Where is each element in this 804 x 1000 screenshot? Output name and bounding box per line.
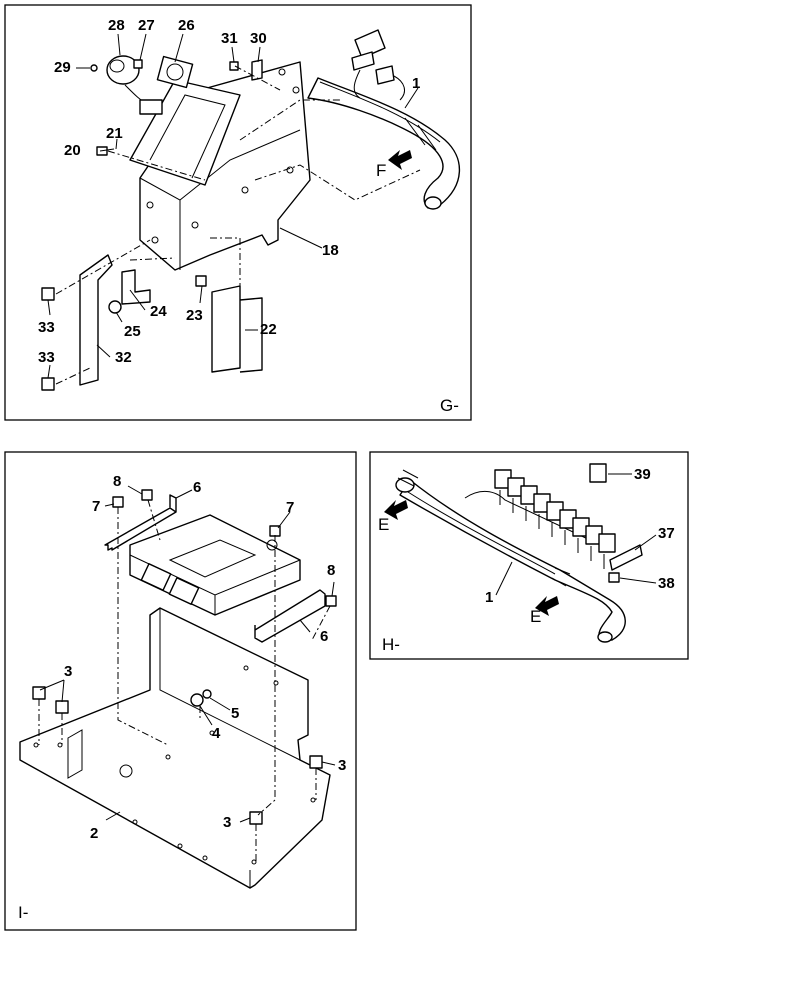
view-e-arrow-bottom: [535, 596, 559, 616]
harness-1-drawing: [307, 29, 461, 210]
panel-g-code: G-: [440, 396, 459, 415]
callout-33a: 33: [38, 319, 55, 336]
base-plate-2-drawing: [19, 607, 331, 889]
bracket-6b-drawing: [254, 589, 326, 643]
callout-31: 31: [221, 30, 238, 47]
relay-39-drawing: [589, 463, 607, 483]
view-letter-f: F: [376, 161, 386, 180]
callout-3b: 3: [338, 757, 346, 774]
panel-i-code: I-: [18, 903, 28, 922]
screw-38-drawing: [608, 572, 620, 583]
view-e-arrow-top: [384, 500, 408, 520]
callout-33b: 33: [38, 349, 55, 366]
callout-3a: 3: [64, 663, 72, 680]
view-letter-e-top: E: [378, 515, 389, 534]
callout-8b: 8: [327, 562, 335, 579]
callout-28: 28: [108, 17, 125, 34]
callout-3c: 3: [223, 814, 231, 831]
panel-h-code: H-: [382, 635, 400, 654]
callout-32: 32: [115, 349, 132, 366]
callout-20: 20: [64, 142, 81, 159]
callout-7a: 7: [92, 498, 100, 515]
panel-h-frame: [369, 451, 689, 660]
plate-32-drawing: [79, 254, 113, 386]
callout-21: 21: [106, 125, 123, 142]
leaders-g: [47, 33, 419, 379]
callout-22: 22: [260, 321, 277, 338]
callout-39: 39: [634, 466, 651, 483]
panel-i-frame: [4, 451, 357, 931]
callout-23: 23: [186, 307, 203, 324]
panel-g: F 1 18 20 21 22 23 24 25: [4, 4, 472, 421]
cover-22-drawing: [211, 285, 263, 373]
callout-24: 24: [150, 303, 167, 320]
callout-1-h: 1: [485, 589, 493, 606]
callout-5: 5: [231, 705, 239, 722]
leaders-i: [39, 485, 336, 823]
callout-30: 30: [250, 30, 267, 47]
relay-bank-drawing: [494, 469, 643, 571]
bracket-6a-drawing: [104, 494, 177, 551]
leaders-h: [495, 473, 657, 596]
callout-38: 38: [658, 575, 675, 592]
panel-h: E E 1 37 38 39 H-: [369, 451, 689, 660]
bracket-18-drawing: [139, 61, 311, 271]
assembly-lines-i: [38, 499, 331, 862]
view-f-arrow: [388, 150, 412, 170]
bolts-i: [32, 489, 337, 825]
callout-4: 4: [212, 725, 221, 742]
callout-27: 27: [138, 17, 155, 34]
callout-1: 1: [412, 75, 420, 92]
callout-8a: 8: [113, 473, 121, 490]
callout-18: 18: [322, 242, 339, 259]
panel-i: 2 3 3 3 4 5 6 6 7 7 8 8 I-: [4, 451, 357, 931]
callout-6b: 6: [320, 628, 328, 645]
panel-g-frame: [4, 4, 472, 421]
controller-unit-drawing: [129, 514, 301, 616]
callout-2: 2: [90, 825, 98, 842]
callout-26: 26: [178, 17, 195, 34]
clip-24-drawing: [121, 269, 151, 305]
harness-1-h-drawing: [395, 469, 626, 643]
callout-25: 25: [124, 323, 141, 340]
view-letter-e-bottom: E: [530, 607, 541, 626]
assembly-lines-g: [55, 65, 421, 385]
callout-37: 37: [658, 525, 675, 542]
buzzer-28-drawing: [106, 55, 163, 115]
callout-6a: 6: [193, 479, 201, 496]
callout-7b: 7: [286, 499, 294, 516]
callout-29: 29: [54, 59, 71, 76]
